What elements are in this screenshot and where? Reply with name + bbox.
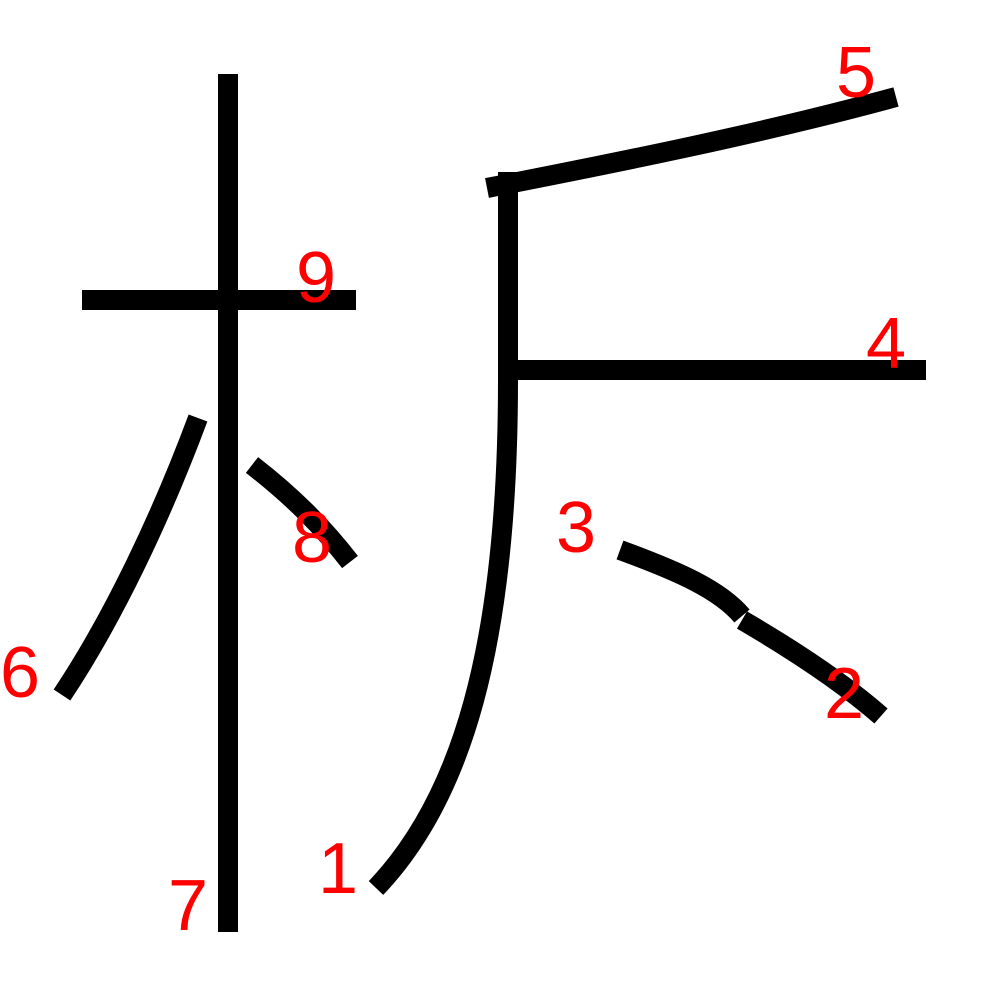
stroke-3 xyxy=(616,540,750,623)
stroke-label-7: 7 xyxy=(168,866,208,946)
stroke-label-2: 2 xyxy=(824,654,864,734)
stroke-5 xyxy=(485,87,899,198)
stroke-label-1: 1 xyxy=(318,829,358,909)
stroke-6 xyxy=(53,414,208,701)
stroke-label-8: 8 xyxy=(292,498,332,578)
stroke-1 xyxy=(368,172,518,895)
stroke-label-4: 4 xyxy=(866,304,906,384)
stroke-label-3: 3 xyxy=(556,488,596,568)
stroke-2 xyxy=(736,611,888,724)
stroke-8 xyxy=(245,457,358,569)
stroke-label-6: 6 xyxy=(0,633,40,713)
stroke-label-5: 5 xyxy=(836,33,876,113)
stroke-label-9: 9 xyxy=(296,238,336,318)
